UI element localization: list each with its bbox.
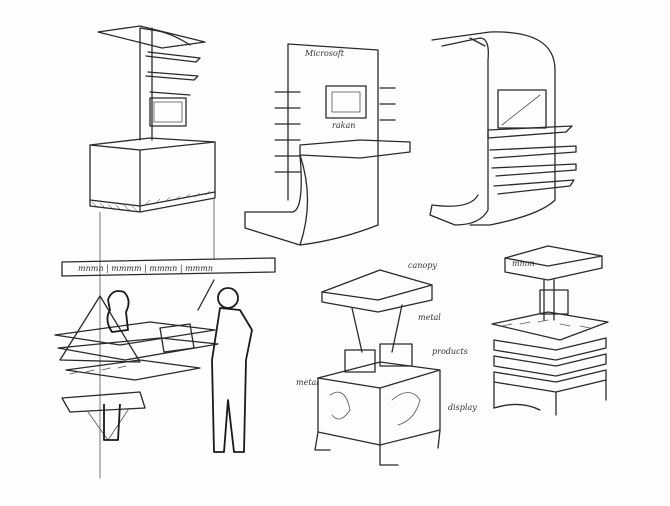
svg-text:metal: metal	[418, 313, 441, 322]
canopy-display-cart-sketch: canopy metal products metal display	[296, 261, 477, 466]
svg-text:mmm: mmm	[512, 259, 535, 268]
tower-counter-sketch	[89, 25, 216, 479]
hanging-counter-sketch: mnmn | mmmm | mmmn | mmmn	[54, 257, 276, 453]
svg-text:rakan: rakan	[332, 121, 355, 130]
wrap-shelf-unit-sketch	[429, 31, 577, 226]
svg-text:metal: metal	[296, 378, 319, 387]
svg-text:canopy: canopy	[408, 261, 437, 270]
stacked-shelf-kiosk-sketch: mmm	[491, 245, 609, 416]
svg-text:products: products	[432, 347, 468, 356]
curved-shelf-unit-sketch: Microsoft rakan	[244, 43, 411, 246]
svg-text:Microsoft: Microsoft	[304, 49, 345, 58]
svg-text:mnmn | mmmm | mmmn | mmmn: mnmn | mmmm | mmmn | mmmn	[78, 264, 213, 273]
svg-text:display: display	[448, 403, 477, 412]
